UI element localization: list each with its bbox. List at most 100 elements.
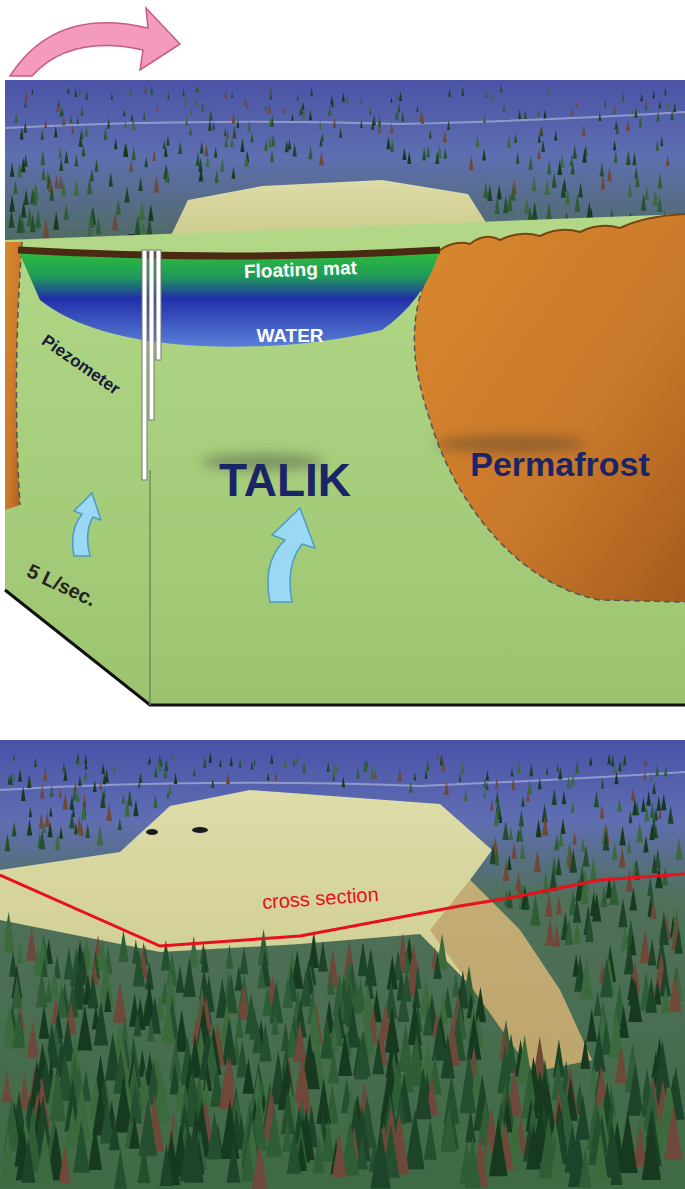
spruce-tree (570, 107, 573, 116)
spruce-tree (85, 91, 88, 99)
spruce-tree (81, 802, 87, 820)
spruce-tree (220, 158, 225, 172)
spruce-tree (441, 759, 445, 771)
spruce-tree (503, 103, 506, 112)
spruce-tree (59, 787, 62, 797)
spruce-tree (143, 111, 146, 120)
spruce-tree (76, 116, 78, 124)
spruce-tree (82, 145, 86, 157)
spruce-tree (354, 1037, 367, 1079)
spruce-tree (619, 826, 625, 846)
spruce-tree (589, 755, 592, 765)
spruce-tree (648, 939, 657, 966)
spruce-tree (231, 92, 233, 98)
spruce-tree (34, 757, 37, 767)
spruce-tree (40, 785, 44, 799)
spruce-tree (519, 810, 524, 827)
spruce-tree (161, 1000, 175, 1044)
section-line (0, 874, 685, 946)
spruce-tree (66, 1105, 79, 1147)
spruce-tree (291, 113, 293, 121)
spruce-tree (583, 845, 590, 867)
spruce-tree (651, 854, 657, 874)
spruce-tree (160, 1144, 174, 1186)
spruce-tree (32, 190, 37, 206)
spruce-tree (84, 754, 87, 763)
spruce-tree (532, 176, 537, 191)
spruce-tree (209, 752, 212, 763)
spruce-tree (18, 768, 22, 781)
spruce-tree (63, 768, 67, 780)
spruce-tree (73, 1120, 90, 1172)
spruce-tree (622, 757, 625, 766)
spruce-tree (487, 184, 492, 201)
spruce-tree (617, 797, 622, 811)
spruce-tree (483, 789, 486, 798)
spruce-tree (124, 799, 130, 817)
spruce-tree (594, 991, 602, 1016)
spruce-tree (85, 124, 89, 136)
spruce-tree (402, 147, 406, 160)
spruce-tree (497, 184, 502, 199)
spruce-tree (600, 163, 604, 177)
spruce-tree (618, 1006, 628, 1038)
spruce-tree (27, 774, 32, 788)
spruce-tree (131, 113, 133, 121)
spruce-tree (395, 111, 398, 119)
spruce-tree (139, 1098, 157, 1156)
spruce-tree (336, 764, 339, 772)
spruce-tree (8, 209, 14, 227)
spruce-tree (211, 778, 214, 788)
spruce-tree (318, 941, 328, 972)
spruce-tree (118, 818, 122, 830)
spruce-tree (424, 1119, 437, 1159)
spruce-tree (459, 773, 462, 782)
spruce-tree (85, 823, 90, 838)
spruce-tree (475, 135, 479, 147)
spruce-tree (118, 930, 128, 962)
spruce-tree (79, 89, 81, 96)
spruce-tree (618, 1111, 638, 1173)
spruce-tree (284, 757, 287, 767)
spruce-tree (524, 109, 527, 118)
spruce-tree (422, 148, 426, 161)
spruce-tree (124, 186, 129, 202)
spruce-tree (54, 175, 58, 189)
spruce-tree (582, 124, 586, 136)
spruce-tree (39, 830, 45, 850)
spruce-tree (332, 764, 335, 775)
spruce-tree (114, 138, 118, 149)
spruce-tree (308, 935, 319, 968)
spruce-tree (319, 121, 322, 130)
spruce-tree (461, 87, 464, 96)
spruce-tree (292, 143, 296, 157)
spruce-tree (17, 942, 24, 964)
spruce-tree (39, 813, 44, 829)
spruce-tree (346, 94, 349, 103)
spruce-tree (545, 917, 554, 946)
spruce-tree (29, 807, 32, 818)
spruce-tree (12, 771, 15, 780)
spruce-tree (78, 775, 82, 786)
spruce-tree (54, 126, 58, 137)
spruce-tree (636, 821, 643, 842)
spruce-tree (152, 150, 155, 161)
spruce-tree (133, 800, 138, 817)
spruce-tree (546, 202, 552, 221)
spruce-tree (322, 1119, 336, 1161)
spruce-tree (199, 167, 204, 181)
spruce-tree (0, 1131, 17, 1185)
spruce-tree (36, 1128, 54, 1183)
spruce-tree (342, 776, 345, 787)
spruce-tree (363, 759, 367, 772)
spruce-tree (183, 957, 196, 997)
spruce-tree (154, 176, 159, 192)
spruce-tree (103, 774, 106, 785)
spruce-tree (252, 1021, 262, 1053)
spruce-tree (26, 927, 37, 961)
spruce-tree (378, 124, 381, 133)
spruce-tree (257, 962, 265, 988)
spruce-tree (518, 110, 521, 119)
spruce-tree (35, 209, 41, 228)
spruce-tree (558, 767, 562, 779)
